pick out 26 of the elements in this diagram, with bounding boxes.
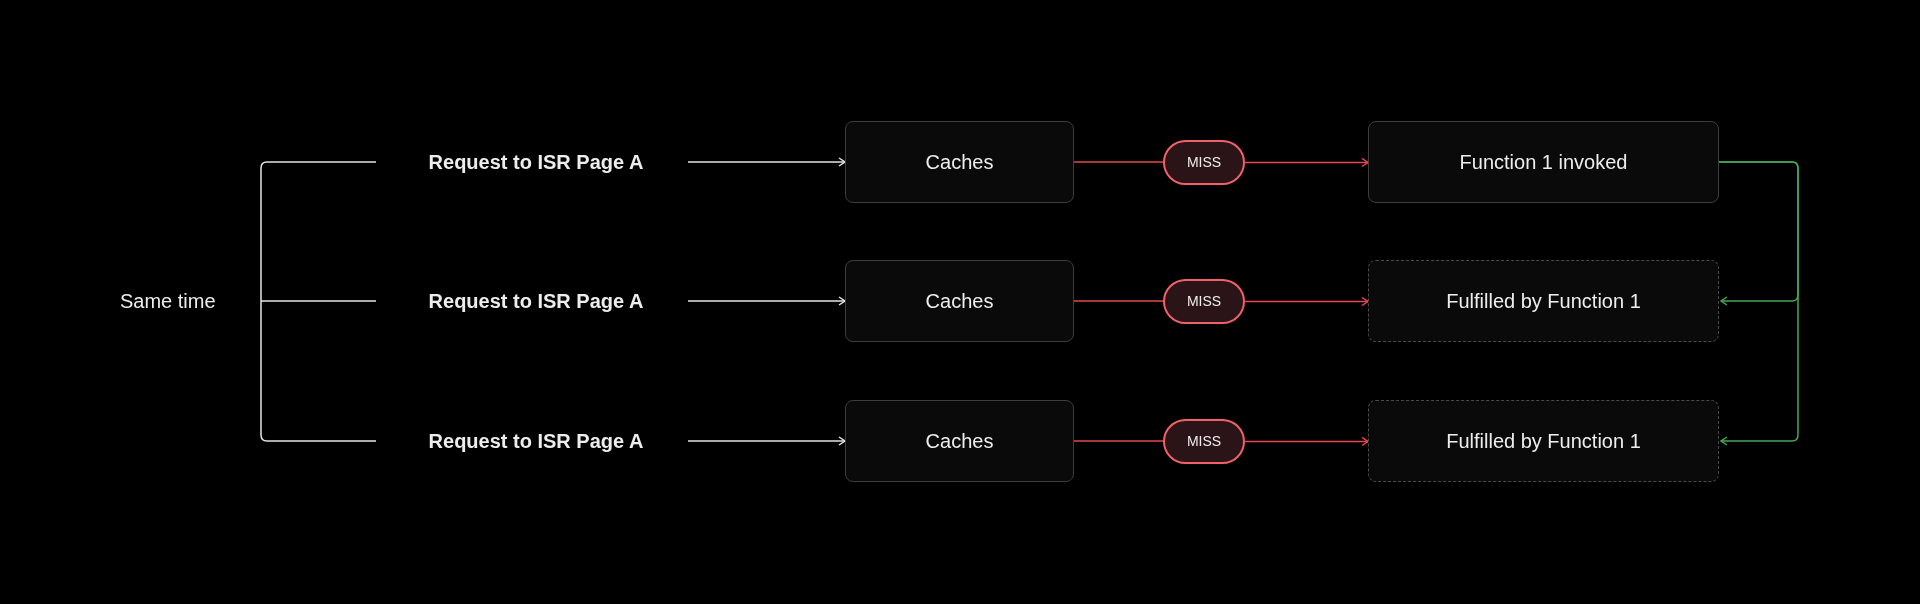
connector-line — [1073, 161, 1164, 163]
request-label: Request to ISR Page A — [376, 426, 688, 456]
arrow — [687, 157, 846, 167]
arrow — [687, 436, 846, 446]
request-label: Request to ISR Page A — [376, 286, 688, 316]
arrow — [1244, 296, 1369, 307]
status-pill: MISS — [1163, 419, 1245, 464]
process-box: Caches — [845, 400, 1074, 482]
arrow — [1244, 436, 1369, 447]
process-box: Caches — [845, 260, 1074, 342]
connector-line — [260, 300, 377, 442]
connector-line — [260, 300, 377, 302]
connector-line — [1073, 440, 1164, 442]
dashed-process-box: Fulfilled by Function 1 — [1368, 400, 1719, 482]
arrow — [1244, 157, 1369, 168]
dashed-process-box: Fulfilled by Function 1 — [1368, 260, 1719, 342]
status-pill: MISS — [1163, 140, 1245, 185]
status-pill: MISS — [1163, 279, 1245, 324]
connector-line — [1073, 300, 1164, 302]
arrow — [687, 296, 846, 306]
process-box: Function 1 invoked — [1368, 121, 1719, 203]
connector-line — [260, 161, 377, 302]
process-box: Caches — [845, 121, 1074, 203]
text-label: Same time — [100, 286, 261, 316]
request-label: Request to ISR Page A — [376, 147, 688, 177]
arrow — [1718, 161, 1799, 446]
